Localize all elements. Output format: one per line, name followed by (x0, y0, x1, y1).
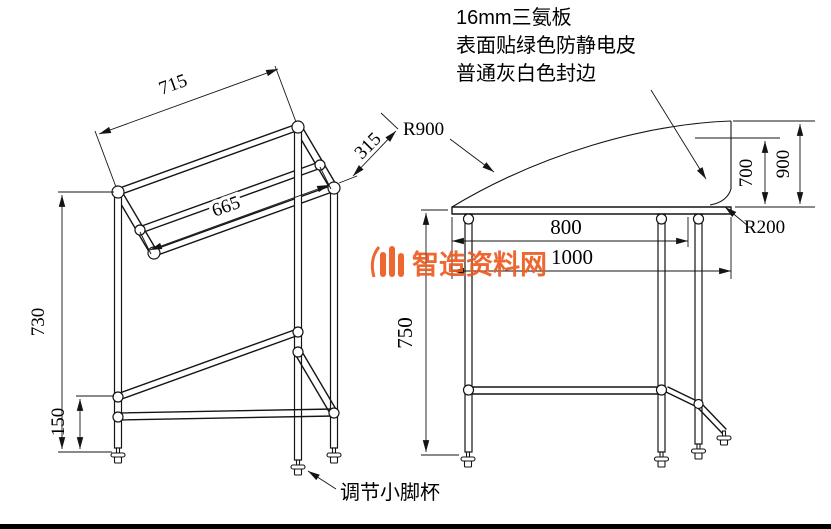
dim-750: 750 (393, 317, 417, 349)
top-curve-r900 (451, 120, 732, 208)
dim-r900: R900 (403, 119, 444, 140)
dim-715: 715 (156, 70, 190, 99)
watermark-text: 智造资料网 (412, 250, 547, 280)
sheet-border (0, 524, 831, 529)
dim-900: 900 (773, 150, 794, 179)
right-view-table (451, 120, 732, 468)
dim-730: 730 (28, 308, 49, 337)
note-edge: 普通灰白色封边 (456, 62, 596, 85)
dim-1000: 1000 (551, 245, 593, 269)
dim-r200: R200 (744, 217, 785, 238)
note-surface: 表面贴绿色防静电皮 (456, 34, 636, 57)
corner-curve-r200 (709, 188, 732, 206)
foot-note-label: 调节小脚杯 (340, 481, 440, 504)
right-view-dimensions: 800 1000 750 700 900 R900 R200 (393, 119, 815, 456)
dim-315: 315 (351, 129, 386, 164)
left-view-leg (113, 191, 123, 449)
adjustable-foot (110, 447, 342, 476)
board-notes: 16mm三氨板 表面贴绿色防静电皮 普通灰白色封边 (456, 6, 707, 180)
dim-700: 700 (736, 159, 757, 188)
dim-665: 665 (209, 192, 243, 221)
watermark: 智造资料网 (370, 246, 547, 280)
watermark-icon (370, 246, 381, 278)
note-board-spec: 16mm三氨板 (456, 6, 572, 29)
right-view-leg (657, 213, 666, 453)
left-view-dimensions: 715 315 665 730 150 调节小脚杯 (28, 65, 440, 504)
dim-150: 150 (48, 408, 69, 437)
left-view-frame (110, 120, 342, 476)
adjustable-foot (460, 430, 732, 468)
dim-800: 800 (550, 215, 582, 239)
